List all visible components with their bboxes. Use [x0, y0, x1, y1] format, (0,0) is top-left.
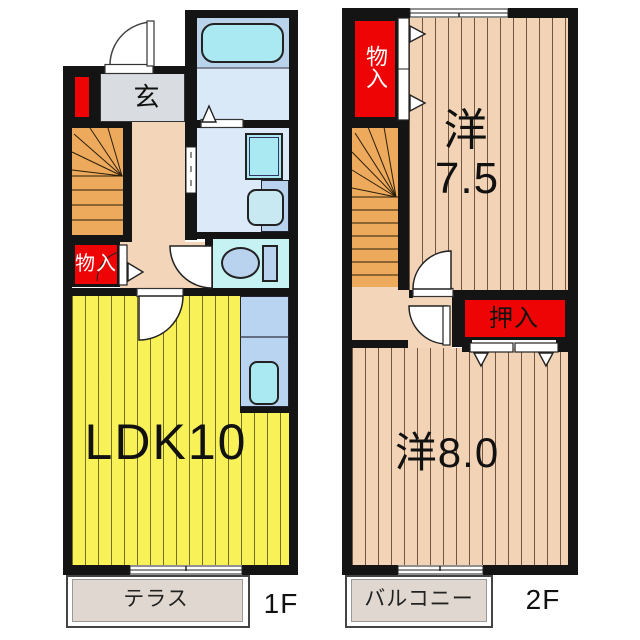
room75-size-label: 7.5	[434, 154, 500, 203]
entrance-door-leaf	[146, 20, 155, 67]
stairs-2f	[352, 127, 398, 287]
wall	[185, 10, 298, 18]
wall	[452, 298, 462, 347]
closet-1f-door-leaf	[118, 244, 128, 286]
bathtub	[201, 23, 284, 63]
stairs-1f-treads	[71, 127, 123, 221]
wall	[72, 235, 123, 242]
wall	[123, 122, 132, 242]
wall	[72, 120, 100, 128]
stairs-2f-treads	[351, 126, 398, 276]
wall	[462, 340, 472, 352]
room80-door-leaf	[442, 305, 451, 346]
wall	[100, 122, 123, 128]
oshiire-door-panel	[469, 342, 514, 353]
western-room-75-floor	[409, 18, 568, 290]
western-room-80-floor	[352, 348, 568, 565]
closet-1f-label: 物入	[75, 253, 117, 275]
wall	[452, 290, 568, 298]
floor2-label: 2F	[525, 584, 561, 615]
balcony-label: バルコニー	[364, 587, 474, 611]
closet-2f-door-arrow	[409, 93, 427, 113]
wall	[483, 565, 578, 575]
closet-2f-label: 物入	[363, 45, 388, 89]
entrance-door-opening	[104, 63, 154, 75]
wall	[352, 340, 408, 348]
washing-machine-inner	[249, 137, 279, 176]
wall	[63, 66, 105, 74]
oshiire-closet	[462, 297, 568, 340]
oshiire-door-arrow	[472, 352, 490, 368]
room75-door-arc	[412, 250, 452, 290]
wall	[63, 66, 72, 575]
hallway-2f-doorway	[408, 340, 452, 348]
closet-1f-door-arrow	[127, 261, 145, 283]
wall	[409, 290, 413, 298]
hallway-1f	[132, 122, 185, 242]
room75-name-label: 洋	[443, 106, 489, 155]
wall	[63, 565, 130, 575]
wall	[240, 407, 289, 413]
balcony-floor	[351, 579, 487, 622]
wall	[342, 8, 352, 575]
bathroom-wash-area	[197, 68, 289, 120]
wall	[398, 120, 409, 290]
ldk-door-arc	[138, 295, 184, 341]
wall	[197, 120, 202, 128]
wall	[243, 120, 289, 128]
wall	[92, 73, 100, 122]
closet-2f	[352, 18, 398, 120]
room80-label: 洋8.0	[394, 429, 500, 476]
bath-door-swing-arrow	[200, 104, 218, 123]
wall	[342, 565, 398, 575]
wall	[153, 66, 197, 74]
kitchen-sink	[249, 361, 279, 405]
wall	[508, 8, 578, 18]
floor1-label: 1F	[263, 588, 299, 619]
entrance-door-arc	[109, 21, 154, 66]
oshiire-label: 押入	[489, 305, 539, 332]
wall	[63, 288, 137, 296]
oshiire-door-panel	[514, 342, 559, 353]
wall	[568, 8, 578, 575]
wash-basin	[247, 189, 284, 226]
wall	[183, 288, 298, 296]
terrace-floor	[72, 579, 243, 622]
room80-door-arc	[408, 305, 448, 345]
bath-door-opening	[200, 118, 244, 129]
wall	[352, 120, 398, 128]
terrace-label: テラス	[123, 587, 189, 611]
stairs-1f	[72, 128, 123, 235]
toilet-door-arc	[169, 245, 213, 289]
closet-1f-top	[72, 74, 92, 120]
ldk-label: LDK10	[84, 414, 248, 470]
washing-machine	[245, 133, 283, 180]
closet-1f-door-arc	[96, 251, 120, 282]
closet-2f-door-arrow	[409, 24, 427, 44]
wall	[242, 565, 298, 575]
wall	[556, 340, 568, 352]
toilet-bowl	[221, 247, 260, 279]
wall	[185, 232, 289, 239]
wall	[342, 8, 410, 18]
toilet-tank	[262, 245, 278, 282]
oshiire-door-arrow	[537, 352, 555, 368]
genkan-label: 玄	[133, 82, 161, 112]
